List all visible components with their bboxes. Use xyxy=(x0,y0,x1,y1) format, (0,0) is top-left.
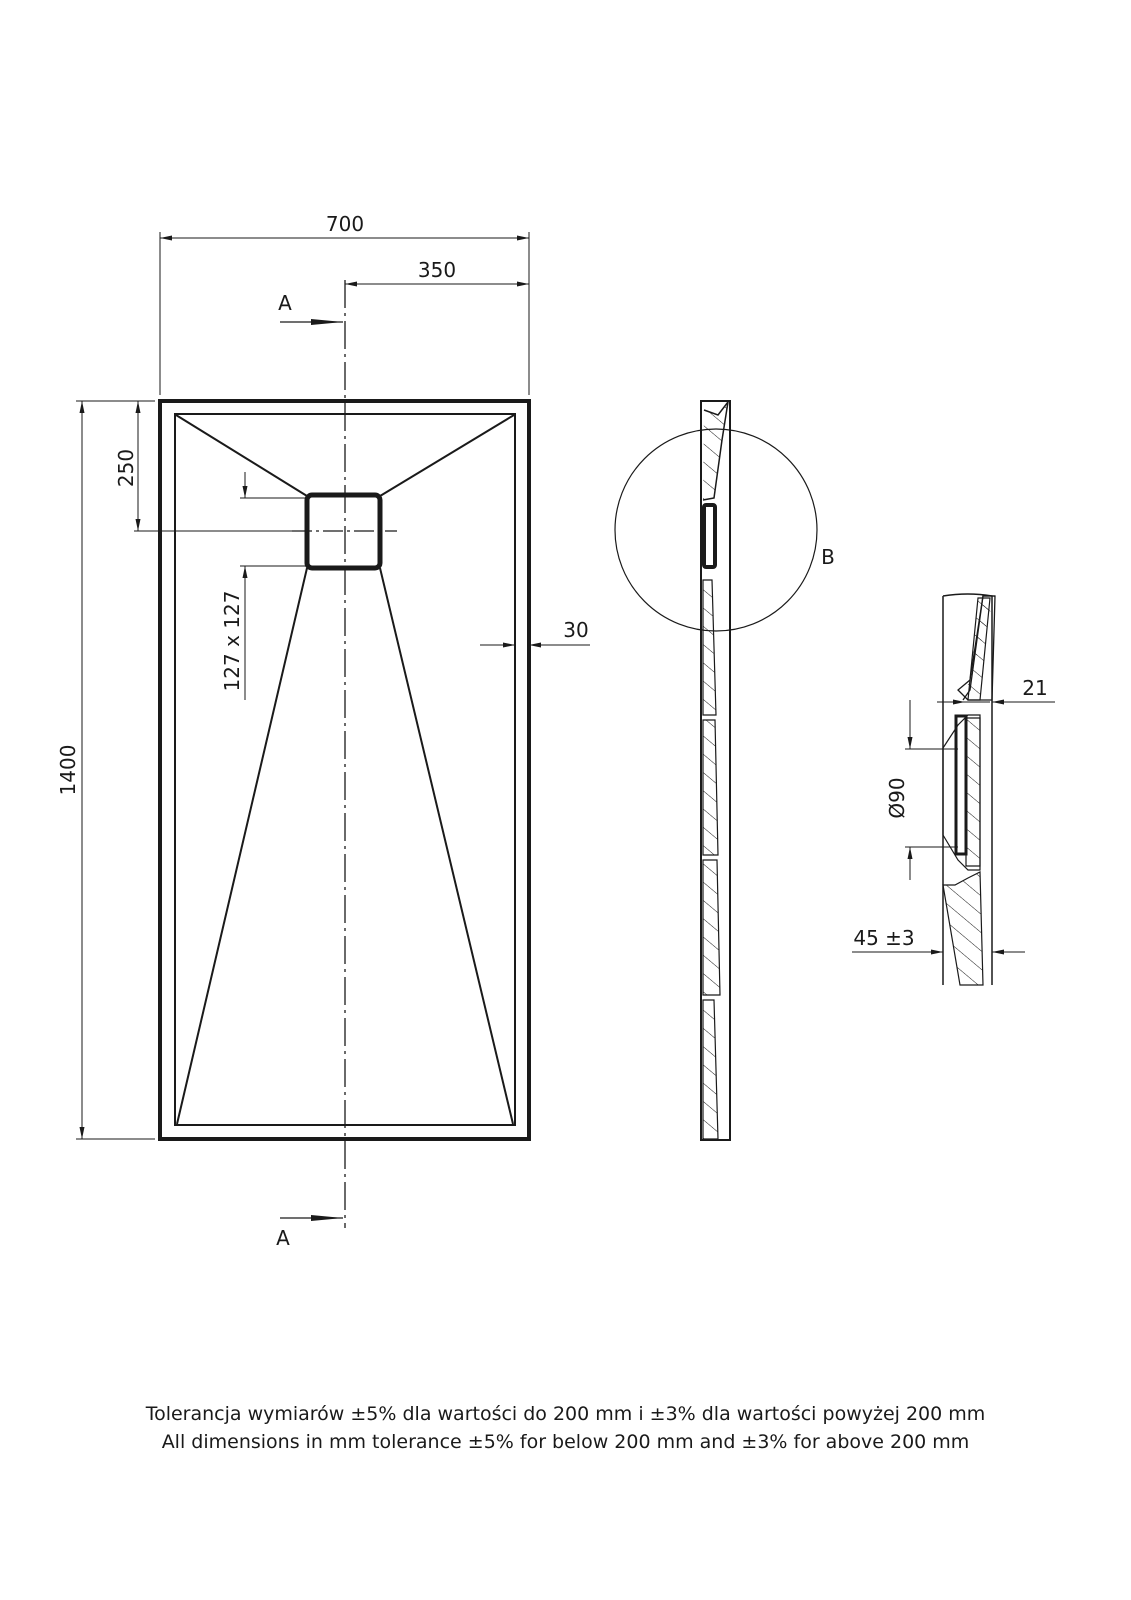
length-label: 1400 xyxy=(56,745,80,796)
tolerance-note-polish: Tolerancja wymiarów ±5% dla wartości do … xyxy=(145,1403,986,1425)
section-marker-bottom: A xyxy=(276,1226,290,1250)
detail-b-circle xyxy=(614,428,818,632)
section-marker-top: A xyxy=(278,291,292,315)
rim-label: 30 xyxy=(563,618,588,642)
slope-lines xyxy=(175,414,515,1125)
detail-thickness-label: 21 xyxy=(1022,676,1047,700)
plan-view xyxy=(76,232,590,1228)
detail-view xyxy=(852,593,1055,986)
detail-outlet-label: Ø90 xyxy=(885,777,909,818)
drain-offset-label: 250 xyxy=(114,449,138,487)
detail-marker: B xyxy=(821,545,835,569)
section-view xyxy=(614,400,818,1141)
half-width-label: 350 xyxy=(418,258,456,282)
drain-size-label: 127 x 127 xyxy=(220,591,244,692)
tolerance-note-english: All dimensions in mm tolerance ±5% for b… xyxy=(161,1431,970,1453)
width-label: 700 xyxy=(326,212,364,236)
tray-outline xyxy=(158,399,531,1141)
detail-height-label: 45 ±3 xyxy=(853,926,914,950)
